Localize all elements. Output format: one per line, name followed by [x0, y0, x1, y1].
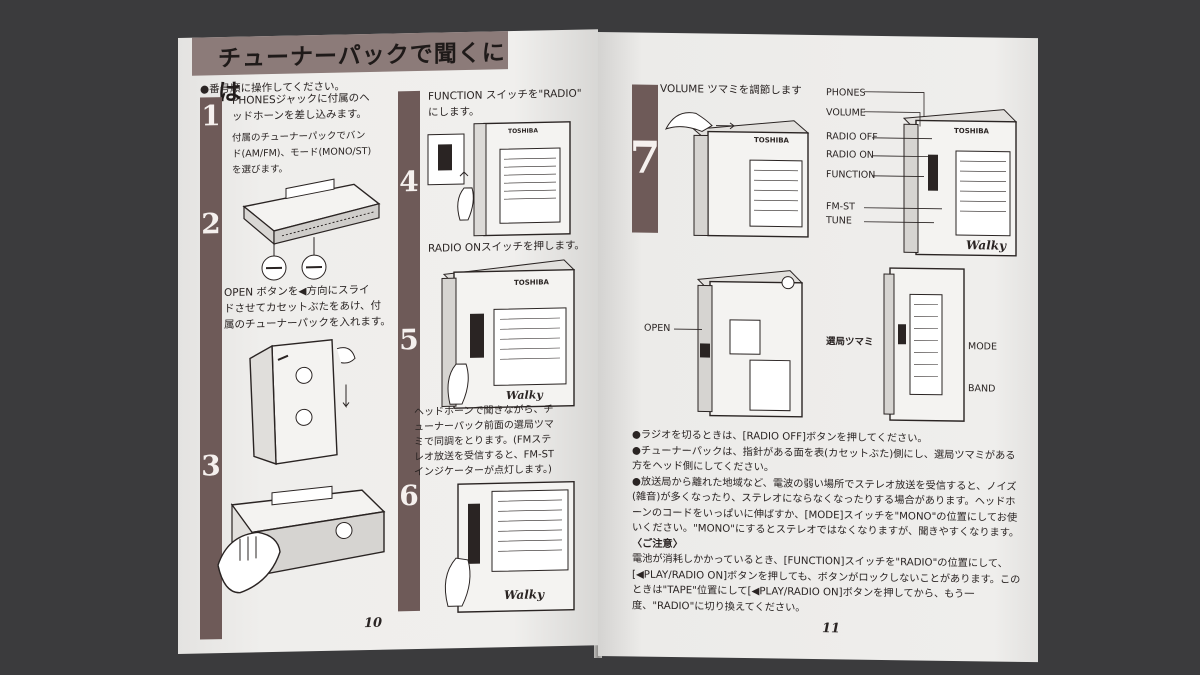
callout-radio-off: RADIO OFF — [826, 131, 878, 143]
svg-text:Walky: Walky — [966, 238, 1007, 253]
step-6-text: ヘッドホーンで聞きながら、チ ューナーパック前面の選局ツマ ミで同調をとります。… — [414, 401, 598, 480]
note-3: ●放送局から離れた地域など、電波の弱い場所でステレオ放送を受信すると、ノイズ(雑… — [632, 475, 1020, 539]
open-side-illustration — [696, 270, 804, 418]
caution-text: 電池が消耗しかかっているとき、[FUNCTION]スイッチを"RADIO"の位置… — [632, 553, 1021, 614]
step-number-2: 2 — [201, 207, 221, 241]
callout-band: BAND — [968, 383, 996, 395]
svg-text:Walky: Walky — [506, 388, 544, 402]
text-line: 属のチューナーパックを入れます。 — [224, 315, 391, 332]
step-7-text: VOLUME ツマミを調節します — [660, 82, 802, 97]
text-line: FUNCTION スイッチを"RADIO" — [428, 87, 582, 103]
tuner-pack-detail-illustration — [883, 267, 965, 422]
svg-text:Walky: Walky — [504, 587, 545, 602]
tuner-pack-illustration — [242, 178, 381, 281]
note-2: ●チューナーパックは、指針がある面を表(カセットぶた)側にし、選局ツマミがある方… — [632, 444, 1016, 474]
step-number-1: 1 — [201, 99, 221, 133]
text-line: PHONESジャックに付属のヘ — [232, 91, 370, 107]
tuning-illustration: Walky — [444, 480, 575, 613]
callout-tune: TUNE — [826, 215, 852, 227]
step-1-text: PHONESジャックに付属のヘ ッドホーンを差し込みます。 付属のチューナーパッ… — [232, 90, 392, 179]
open-callout-line — [674, 328, 702, 330]
callout-tuning-knob: 選局ツマミ — [826, 336, 874, 348]
radio-on-illustration: TOSHIBA Walky — [441, 259, 576, 409]
callout-open: OPEN — [644, 322, 671, 335]
step-number-7: 7 — [629, 132, 661, 184]
notes-section: ●ラジオを切るときは、[RADIO OFF]ボタンを押してください。 ●チューナ… — [632, 427, 1022, 618]
function-switch-illustration: TOSHIBA — [427, 121, 571, 237]
insert-pack-illustration — [217, 485, 386, 594]
page-number-left: 10 — [364, 615, 383, 632]
step-4-text: FUNCTION スイッチを"RADIO" にします。 — [428, 85, 588, 120]
svg-text:TOSHIBA: TOSHIBA — [954, 127, 990, 135]
svg-text:TOSHIBA: TOSHIBA — [754, 136, 790, 144]
volume-illustration: TOSHIBA — [664, 112, 810, 238]
callout-mode: MODE — [968, 341, 997, 353]
callout-function: FUNCTION — [826, 169, 876, 181]
left-page: チューナーパックで聞くには ●番号順に操作してください。 1 2 3 4 5 6… — [178, 29, 598, 654]
step-number-4: 4 — [399, 164, 419, 199]
callout-fm-st: FM-ST — [826, 201, 855, 213]
callout-volume: VOLUME — [826, 107, 866, 119]
callout-radio-on: RADIO ON — [826, 149, 874, 161]
page-number-right: 11 — [822, 621, 841, 637]
svg-text:TOSHIBA: TOSHIBA — [508, 127, 538, 135]
right-page: 7 VOLUME ツマミを調節します TOSHIBA TOSHIBA Walky… — [598, 32, 1038, 663]
step-number-6: 6 — [399, 478, 419, 513]
callout-lines — [864, 91, 942, 224]
step-number-3: 3 — [201, 449, 221, 483]
step-number-5: 5 — [399, 322, 419, 357]
open-door-illustration — [249, 339, 356, 465]
svg-text:TOSHIBA: TOSHIBA — [514, 278, 550, 287]
text-line: ド(AM/FM)、モード(MONO/ST) — [232, 145, 372, 160]
title-band: チューナーパックで聞くには — [192, 31, 508, 106]
callout-phones: PHONES — [826, 87, 866, 99]
step-2-text: OPEN ボタンを◀方向にスライ ドさせてカセットぶたをあけ、付 属のチューナー… — [224, 281, 396, 333]
